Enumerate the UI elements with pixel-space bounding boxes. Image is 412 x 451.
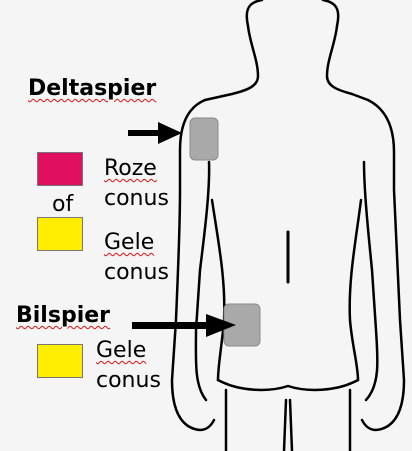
cone-label: conus — [104, 188, 169, 210]
torso-right — [350, 200, 361, 380]
or-label: of — [52, 194, 73, 216]
arrow-right-icon — [132, 314, 236, 337]
arrow-right-icon — [128, 122, 182, 144]
cone-label: conus — [104, 262, 169, 284]
yellow-cone-label: Gele — [96, 340, 146, 362]
deltoid-injection-site — [190, 118, 218, 160]
neck-outline — [205, 26, 258, 100]
pink-cone-label: Roze — [104, 158, 157, 180]
yellow-cone-label: Gele — [104, 232, 154, 254]
deltoid-label: Deltaspier — [28, 78, 156, 100]
buttocks-outline — [218, 380, 358, 390]
head-outline — [247, 0, 262, 26]
cone-label: conus — [96, 370, 161, 392]
yellow-cone-swatch — [37, 217, 83, 251]
yellow-cone-swatch — [37, 344, 83, 378]
pink-cone-swatch — [37, 152, 83, 186]
torso-left — [212, 200, 224, 380]
gluteal-label: Bilspier — [16, 305, 110, 327]
right-arm-outline — [368, 100, 404, 426]
